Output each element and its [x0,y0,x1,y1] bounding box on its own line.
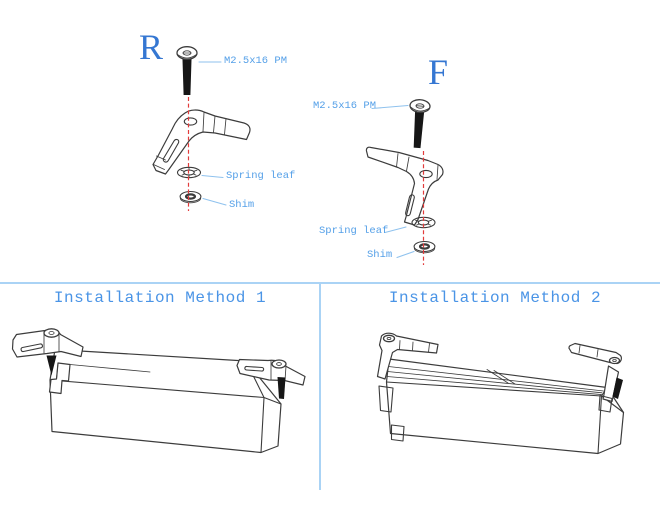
leader-shim-f [396,250,415,259]
leader-shim-r [202,197,227,206]
method1-illustration [11,328,306,454]
lever-left-m2 [376,332,439,380]
lever-right-m1 [236,358,306,399]
method2-title: Installation Method 2 [388,289,602,307]
exploded-view-f [365,98,444,265]
bracket-f [365,146,444,226]
screw-r [176,46,198,96]
spring-leaf-label-r: Spring leaf [226,170,296,182]
lever-left-m1 [11,328,84,376]
shim-f [412,240,437,254]
screw-label-r: M2.5x16 PM [224,55,288,67]
mount-tab-m1 [48,362,71,395]
shim-label-f: Shim [367,249,393,261]
exploded-view-r [152,46,251,211]
screw-f [406,98,432,150]
method1-title: Installation Method 1 [53,289,267,307]
assembly-letter-r: R [139,27,164,67]
mount-tabs-m2 [378,385,405,442]
method2-illustration [376,332,625,455]
leader-springleaf-f [384,226,407,234]
shim-label-r: Shim [229,199,255,211]
assembly-letter-f: F [428,52,449,92]
lever-right-m2 [568,342,623,413]
bracket-r [152,109,251,175]
spring-leaf-label-f: Spring leaf [319,225,389,237]
leader-springleaf-r [201,174,224,179]
leader-screw-f [371,104,409,110]
shim-r [178,190,203,204]
screw-label-f: M2.5x16 PM [313,100,377,112]
